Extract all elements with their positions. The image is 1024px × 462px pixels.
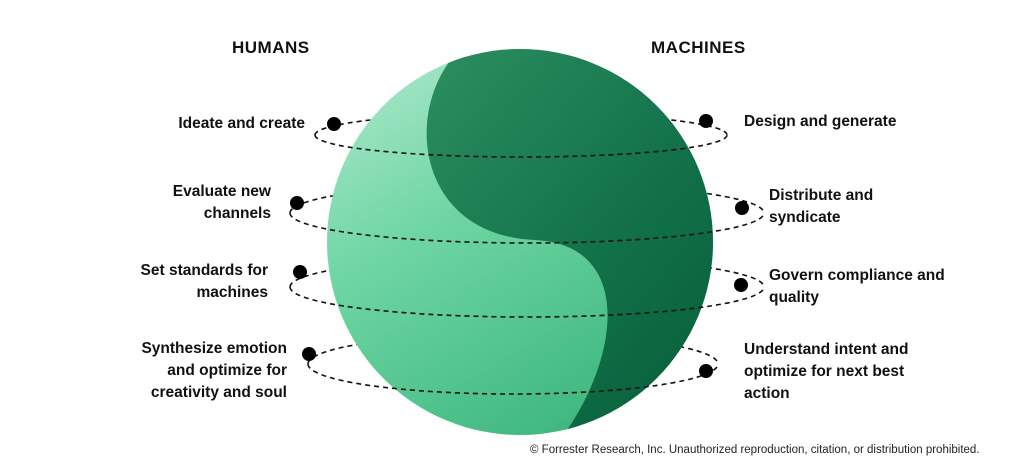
- machine-label-distribute: Distribute and syndicate: [769, 187, 874, 226]
- orbit-dot: [699, 114, 713, 128]
- orbit-dot: [699, 364, 713, 378]
- orbit-dots: [290, 114, 749, 378]
- orbit-dot: [290, 196, 304, 210]
- orbit-dot: [735, 201, 749, 215]
- machine-label-design: Design and generate: [744, 113, 897, 130]
- human-label-standards: Set standards for machines: [140, 262, 268, 301]
- machine-label-understand: Understand intent and optimize for next …: [744, 341, 909, 402]
- orbit-dot: [302, 347, 316, 361]
- humans-header: HUMANS: [232, 38, 310, 57]
- machines-half: [426, 49, 713, 435]
- orbit-dot: [293, 265, 307, 279]
- orbit-dot: [734, 278, 748, 292]
- machines-header: MACHINES: [651, 38, 746, 57]
- human-label-synthesize: Synthesize emotion and optimize for crea…: [141, 340, 287, 401]
- machine-label-govern: Govern compliance and quality: [769, 267, 945, 306]
- human-label-evaluate: Evaluate new channels: [172, 183, 271, 222]
- sphere: [327, 49, 713, 435]
- human-label-ideate: Ideate and create: [178, 115, 305, 132]
- orbit-front-arcs: [289, 134, 765, 395]
- copyright-footer: © Forrester Research, Inc. Unauthorized …: [530, 444, 980, 456]
- orbit-dot: [327, 117, 341, 131]
